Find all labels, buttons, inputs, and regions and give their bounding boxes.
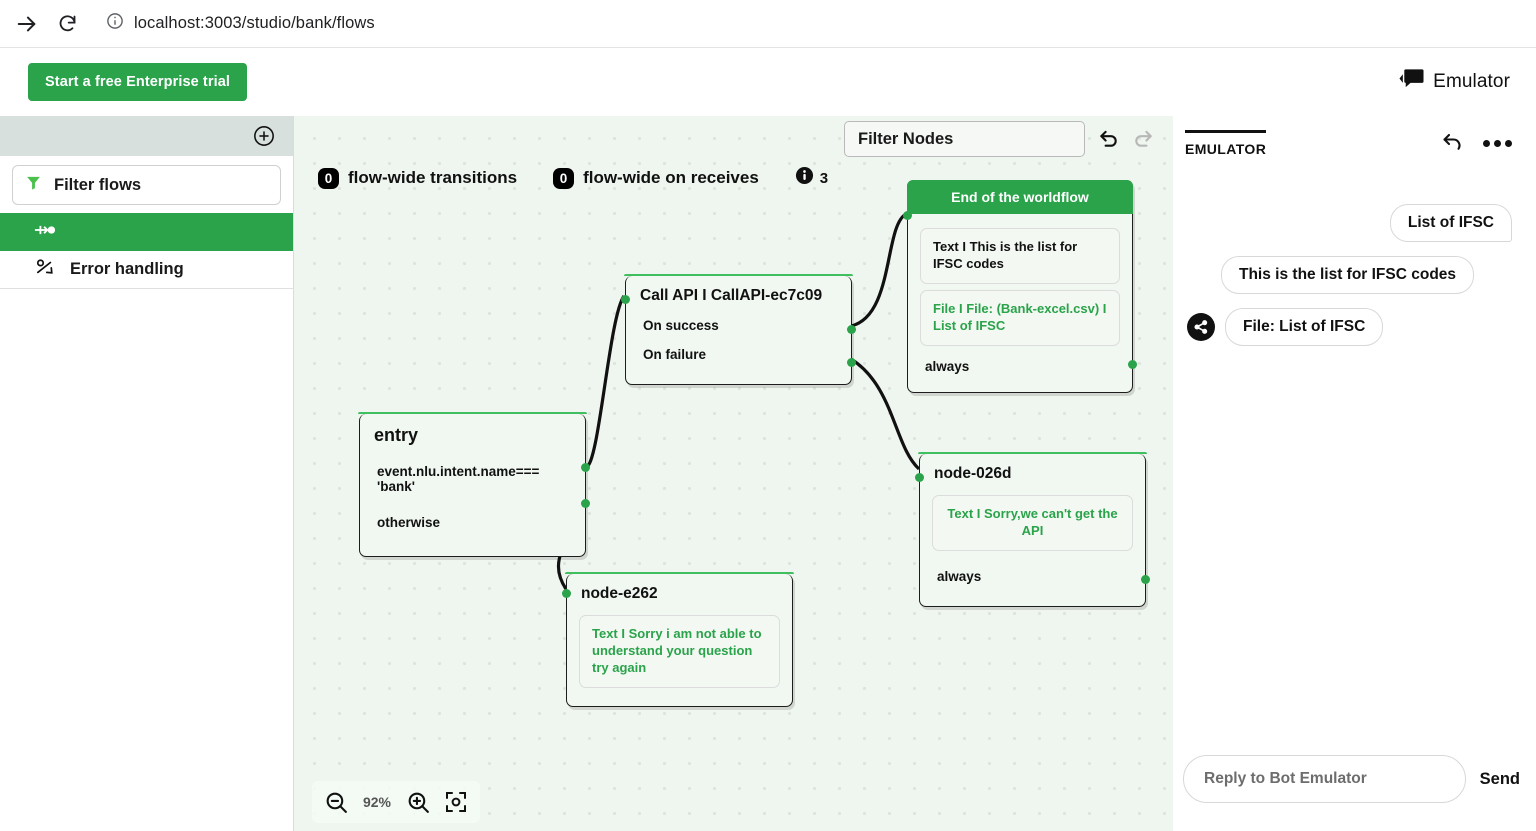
node-row-on-failure[interactable]: On failure <box>643 347 707 362</box>
node-row-on-success[interactable]: On success <box>643 318 719 333</box>
node-026d-title: node-026d <box>934 465 1012 482</box>
info-count: 3 <box>819 169 829 187</box>
filter-flows-label: Filter flows <box>54 175 142 194</box>
share-icon[interactable] <box>1187 313 1215 341</box>
node-call-api-title: Call API I CallAPI-ec7c09 <box>640 287 823 304</box>
url-text: localhost:3003/studio/bank/flows <box>134 14 375 32</box>
node-row-otherwise[interactable]: otherwise <box>377 515 441 530</box>
emulator-chat: List of IFSC This is the list for IFSC c… <box>1173 162 1536 755</box>
node-end-of-workflow[interactable]: End of the worldflow Text I This is the … <box>903 180 1137 393</box>
zoom-controls: 92% <box>312 781 480 823</box>
node-e262[interactable]: node-e262 Text I Sorry i am not able to … <box>562 572 794 707</box>
redo-icon[interactable] <box>1132 128 1155 151</box>
emulator-brand[interactable]: Emulator <box>1399 68 1510 96</box>
zoom-out-icon[interactable] <box>320 786 352 818</box>
node-026d[interactable]: node-026d Text I Sorry,we can't get the … <box>915 452 1150 607</box>
sidebar-item-flow[interactable] <box>0 213 293 251</box>
emulator-actions <box>1441 131 1512 155</box>
connector-dot-in[interactable] <box>903 211 912 220</box>
node-e262-title: node-e262 <box>581 585 658 602</box>
reload-icon[interactable] <box>50 7 84 41</box>
flow-stats: 0 flow-wide transitions 0 flow-wide on r… <box>318 166 828 190</box>
connector-dot-otherwise[interactable] <box>581 499 590 508</box>
sidebar-header <box>0 116 293 156</box>
connector-dot-success[interactable] <box>847 325 856 334</box>
info-circle-icon <box>106 12 124 35</box>
send-button[interactable]: Send <box>1479 769 1520 788</box>
tab-emulator[interactable]: EMULATOR <box>1185 129 1267 157</box>
node-card-text[interactable]: Text I This is the list for IFSC codes <box>920 228 1120 284</box>
node-card-text[interactable]: Text I Sorry,we can't get the API <box>932 495 1133 551</box>
fit-screen-icon[interactable] <box>440 786 472 818</box>
start-trial-button[interactable]: Start a free Enterprise trial <box>28 63 248 101</box>
filter-nodes-input[interactable] <box>844 121 1085 157</box>
node-row-always[interactable]: always <box>925 358 970 374</box>
plus-circle-icon[interactable] <box>253 125 275 147</box>
emulator-panel: EMULATOR List of IFSC This is the list f… <box>1173 116 1536 831</box>
zoom-in-icon[interactable] <box>402 786 434 818</box>
flow-wide-transitions[interactable]: 0 flow-wide transitions <box>318 167 518 189</box>
sidebar-item-error-handling[interactable]: Error handling <box>0 251 293 289</box>
flow-canvas[interactable]: 0 flow-wide transitions 0 flow-wide on r… <box>294 116 1173 831</box>
info-icon <box>795 166 814 190</box>
node-entry[interactable]: entry event.nlu.intent.name=== 'bank' ot… <box>358 412 590 557</box>
emulator-reply-row: Send <box>1173 755 1536 831</box>
node-row-intent[interactable]: event.nlu.intent.name=== 'bank' <box>377 464 540 494</box>
transitions-count: 0 <box>318 167 339 189</box>
connector-dot-in[interactable] <box>562 589 571 598</box>
sidebar-item-error-handling-label: Error handling <box>70 260 184 278</box>
transitions-label: flow-wide transitions <box>348 168 518 187</box>
on-receives-label: flow-wide on receives <box>583 168 759 187</box>
chat-bubble-icon <box>1399 68 1424 96</box>
error-handling-icon <box>34 258 56 281</box>
node-end-of-workflow-header: End of the worldflow <box>907 180 1133 214</box>
restart-icon[interactable] <box>1441 131 1465 155</box>
node-call-api[interactable]: Call API I CallAPI-ec7c09 On success On … <box>621 274 856 385</box>
connector-dot-failure[interactable] <box>847 358 856 367</box>
canvas-info-badge[interactable]: 3 <box>795 166 828 190</box>
zoom-level: 92% <box>362 794 392 810</box>
connector-dot-in[interactable] <box>621 295 630 304</box>
chat-bubble: List of IFSC <box>1389 204 1512 242</box>
chat-bubble: This is the list for IFSC codes <box>1221 256 1475 294</box>
connector-dot-out[interactable] <box>1128 359 1137 369</box>
node-search-row <box>844 121 1155 157</box>
filter-flows-input[interactable]: Filter flows <box>12 165 281 205</box>
connector-dot-in[interactable] <box>915 473 924 482</box>
flow-icon <box>34 223 56 242</box>
node-card-file[interactable]: File I File: (Bank-excel.csv) I List of … <box>920 289 1120 346</box>
chat-message-bot-file: File: List of IFSC <box>1187 308 1512 346</box>
chat-message-user: List of IFSC <box>1187 204 1512 242</box>
node-entry-title: entry <box>374 425 419 445</box>
address-bar[interactable]: localhost:3003/studio/bank/flows <box>106 7 1526 41</box>
browser-toolbar: localhost:3003/studio/bank/flows <box>0 0 1536 48</box>
emulator-brand-label: Emulator <box>1433 71 1510 92</box>
chat-message-bot: This is the list for IFSC codes <box>1187 256 1512 294</box>
flow-wide-on-receives[interactable]: 0 flow-wide on receives <box>553 167 759 189</box>
emulator-tabbar: EMULATOR <box>1173 116 1536 162</box>
funnel-icon <box>25 174 42 196</box>
connector-dot-intent[interactable] <box>581 463 590 472</box>
filter-flows-wrap: Filter flows <box>0 156 293 213</box>
flows-sidebar: Filter flows Error handling <box>0 116 294 831</box>
node-card-text[interactable]: Text I Sorry i am not able to understand… <box>579 615 780 688</box>
chat-bubble: File: List of IFSC <box>1225 308 1384 346</box>
undo-icon[interactable] <box>1097 128 1120 151</box>
reply-input[interactable] <box>1183 755 1466 803</box>
on-receives-count: 0 <box>553 167 575 189</box>
app-body: Filter flows Error handling <box>0 116 1536 831</box>
node-row-always[interactable]: always <box>937 568 982 584</box>
app-header: Start a free Enterprise trial Emulator <box>0 48 1536 116</box>
forward-icon[interactable] <box>10 7 44 41</box>
connector-dot-out[interactable] <box>1141 574 1150 584</box>
more-options-icon[interactable] <box>1483 139 1512 147</box>
